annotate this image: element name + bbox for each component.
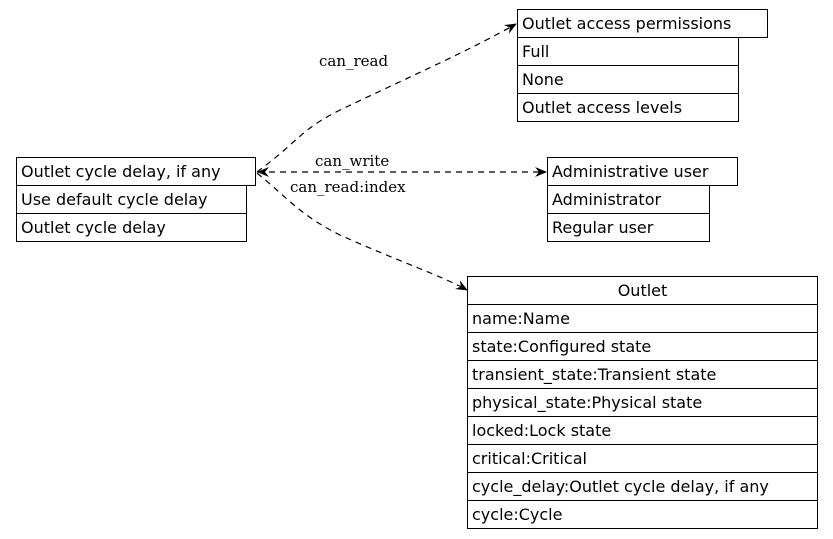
edge-label-can-read: can_read <box>319 52 388 70</box>
node-title: Outlet <box>467 276 818 305</box>
node-row: physical_state:Physical state <box>467 388 818 417</box>
edge-can-read <box>256 23 517 173</box>
node-title: Outlet cycle delay, if any <box>16 157 256 186</box>
node-row: Full <box>517 37 739 66</box>
node-outlet-access-permissions: Outlet access permissions Full None Outl… <box>517 9 768 122</box>
node-row: cycle:Cycle <box>467 500 818 529</box>
edge-label-can-read-index: can_read:index <box>290 178 406 196</box>
node-row: critical:Critical <box>467 444 818 473</box>
node-row: cycle_delay:Outlet cycle delay, if any <box>467 472 818 501</box>
edge-can-read-index <box>256 172 468 291</box>
node-row: locked:Lock state <box>467 416 818 445</box>
node-title: Administrative user <box>547 157 738 186</box>
node-row: Use default cycle delay <box>16 185 247 214</box>
node-row: Administrator <box>547 185 710 214</box>
node-row: Outlet cycle delay <box>16 213 247 242</box>
node-row: transient_state:Transient state <box>467 360 818 389</box>
node-outlet: Outlet name:Name state:Configured state … <box>467 276 818 529</box>
node-title: Outlet access permissions <box>517 9 768 38</box>
node-administrative-user: Administrative user Administrator Regula… <box>547 157 738 242</box>
node-row: state:Configured state <box>467 332 818 361</box>
node-row: Outlet access levels <box>517 93 739 122</box>
node-outlet-cycle-delay: Outlet cycle delay, if any Use default c… <box>16 157 256 242</box>
edge-label-can-write: can_write <box>315 152 389 170</box>
node-row: None <box>517 65 739 94</box>
node-row: Regular user <box>547 213 710 242</box>
node-row: name:Name <box>467 304 818 333</box>
